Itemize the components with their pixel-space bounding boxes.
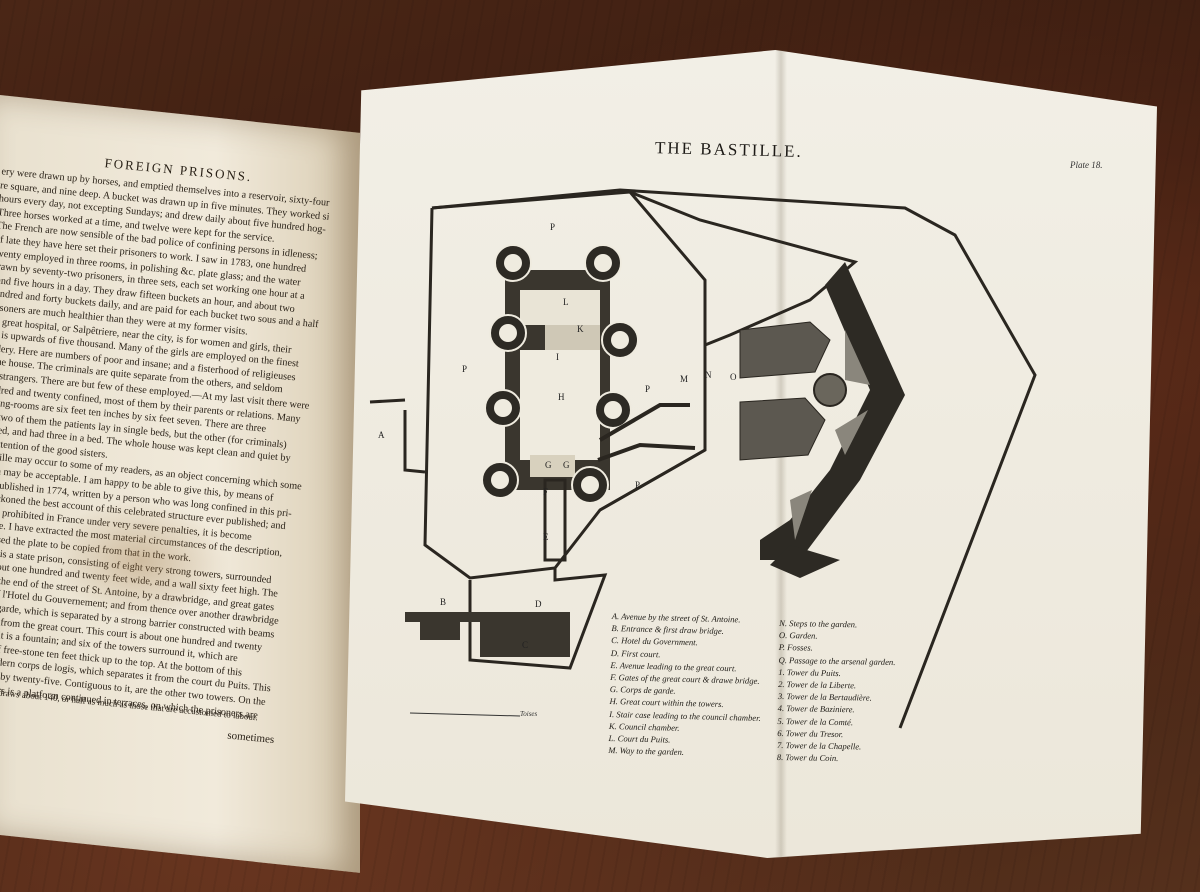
map-label-d: D: [535, 599, 542, 609]
tower-number-5: 5: [586, 481, 590, 490]
tower-number-3: 3: [498, 404, 503, 413]
bastion: [760, 262, 905, 560]
tower-number-6: 6: [609, 406, 613, 415]
avenue-walls: [369, 398, 426, 474]
scale-label: Toises: [520, 710, 538, 718]
outer-walls: [369, 188, 1037, 729]
tower-number-1: 1: [509, 259, 513, 268]
legend-item: 8. Tower du Coin.: [776, 752, 839, 764]
map-label-g2: G: [563, 460, 570, 470]
fortress: [481, 244, 696, 562]
map-label-p3: P: [645, 384, 650, 394]
right-boundary: [431, 188, 1037, 729]
first-court-wall: [468, 568, 608, 670]
map-label-e: E: [543, 532, 549, 542]
plate-number: Plate 18.: [1070, 160, 1103, 170]
map-label-o: O: [730, 372, 737, 382]
great-court: [520, 350, 600, 460]
map-label-n: N: [705, 370, 712, 380]
map-label-c: C: [522, 640, 528, 650]
legend-left: A. Avenue by the street of St. Antoine.B…: [608, 610, 763, 760]
map-label-p2: P: [462, 364, 467, 374]
map-label-p1: P: [550, 222, 555, 232]
hotel-buildings: [405, 612, 570, 657]
map-label-b: B: [440, 597, 446, 607]
map-label-h: H: [558, 392, 565, 402]
legend-right: N. Steps to the garden.O. Garden.P. Foss…: [777, 617, 896, 765]
court-du-puits: [520, 290, 600, 325]
map-label-l: L: [563, 297, 569, 307]
tower-number-7: 7: [616, 336, 621, 345]
map-labels: P P P L K I H G G F E A B C D M N O P: [378, 222, 737, 650]
map-label-m: M: [680, 374, 688, 384]
map-label-p4: P: [635, 480, 640, 490]
ditch-line: [431, 190, 859, 348]
tower-number-8: 8: [599, 259, 603, 268]
map-label-k: K: [577, 324, 584, 334]
moat-edge: [599, 448, 706, 512]
map-label-f: F: [543, 487, 548, 497]
tower-numbers: 1 2 3 4 5 6 7 8: [496, 259, 621, 490]
garden-beds: [739, 321, 870, 540]
map-label-i: I: [556, 352, 559, 362]
tower-number-2: 2: [504, 329, 508, 338]
map-label-a: A: [378, 430, 385, 440]
tower-number-4: 4: [496, 476, 500, 485]
map-label-g1: G: [545, 460, 552, 470]
scale-bar: [409, 712, 521, 717]
council-chamber: [545, 325, 600, 350]
bastion-tip: [770, 545, 840, 578]
corps-de-garde: [530, 455, 575, 477]
